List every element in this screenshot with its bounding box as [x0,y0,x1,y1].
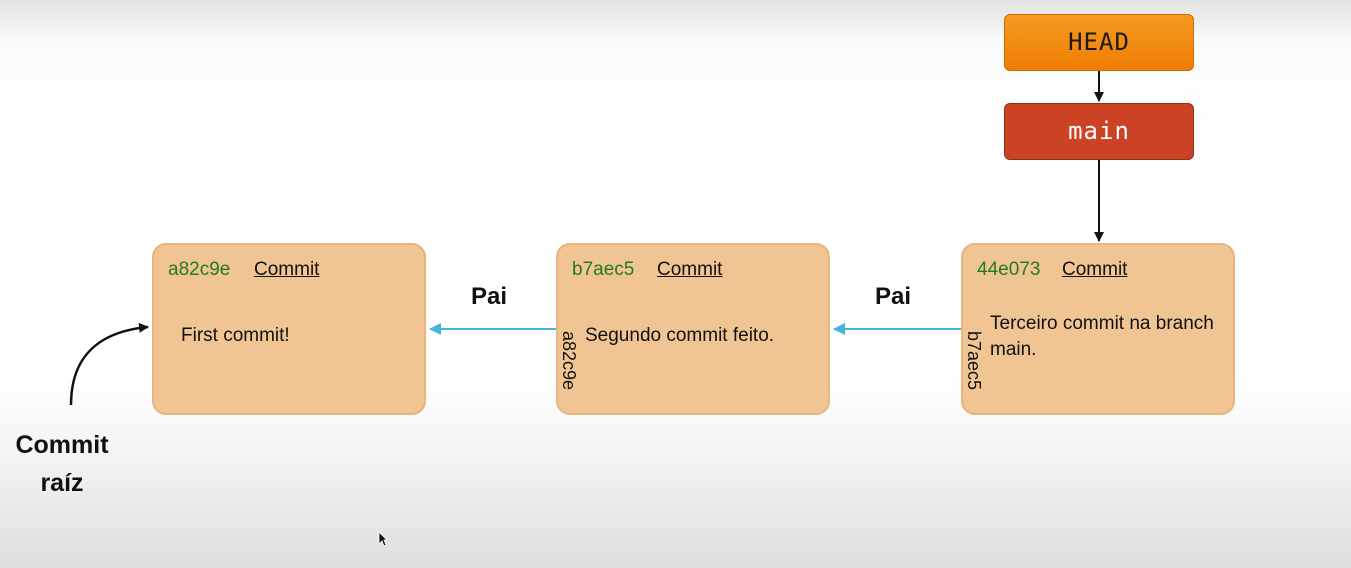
parent-hash-ref: b7aec5 [964,331,984,391]
root-commit-label: Commit raíz [15,431,109,497]
parent-edge-label: Pai [471,283,508,310]
commit-message: Segundo commit feito. [585,325,775,346]
commit-kind-label: Commit [254,259,320,280]
commit-node: 44e073 Commit Terceiro commit na branch … [961,243,1235,415]
head-ref: HEAD [1004,14,1194,71]
commit-node: a82c9e Commit First commit! [152,243,426,415]
main-branch-ref: main [1004,103,1194,160]
root-commit-arrow [69,322,149,406]
commit-hash: 44e073 [977,259,1041,280]
parent-hash-ref: a82c9e [559,331,579,391]
commit-hash: a82c9e [168,259,231,280]
head-ref-label: HEAD [1068,28,1130,56]
commit-message: First commit! [181,325,290,346]
commit-kind-label: Commit [1062,259,1128,280]
main-branch-label: main [1068,117,1130,145]
commit-hash: b7aec5 [572,259,635,280]
commit-kind-label: Commit [657,259,723,280]
commit-message: Terceiro commit na branch main. [990,313,1214,360]
commit-node: b7aec5 Commit Segundo commit feito. a82c… [556,243,830,415]
parent-edge-label: Pai [875,283,912,310]
mouse-cursor-icon [378,531,388,547]
